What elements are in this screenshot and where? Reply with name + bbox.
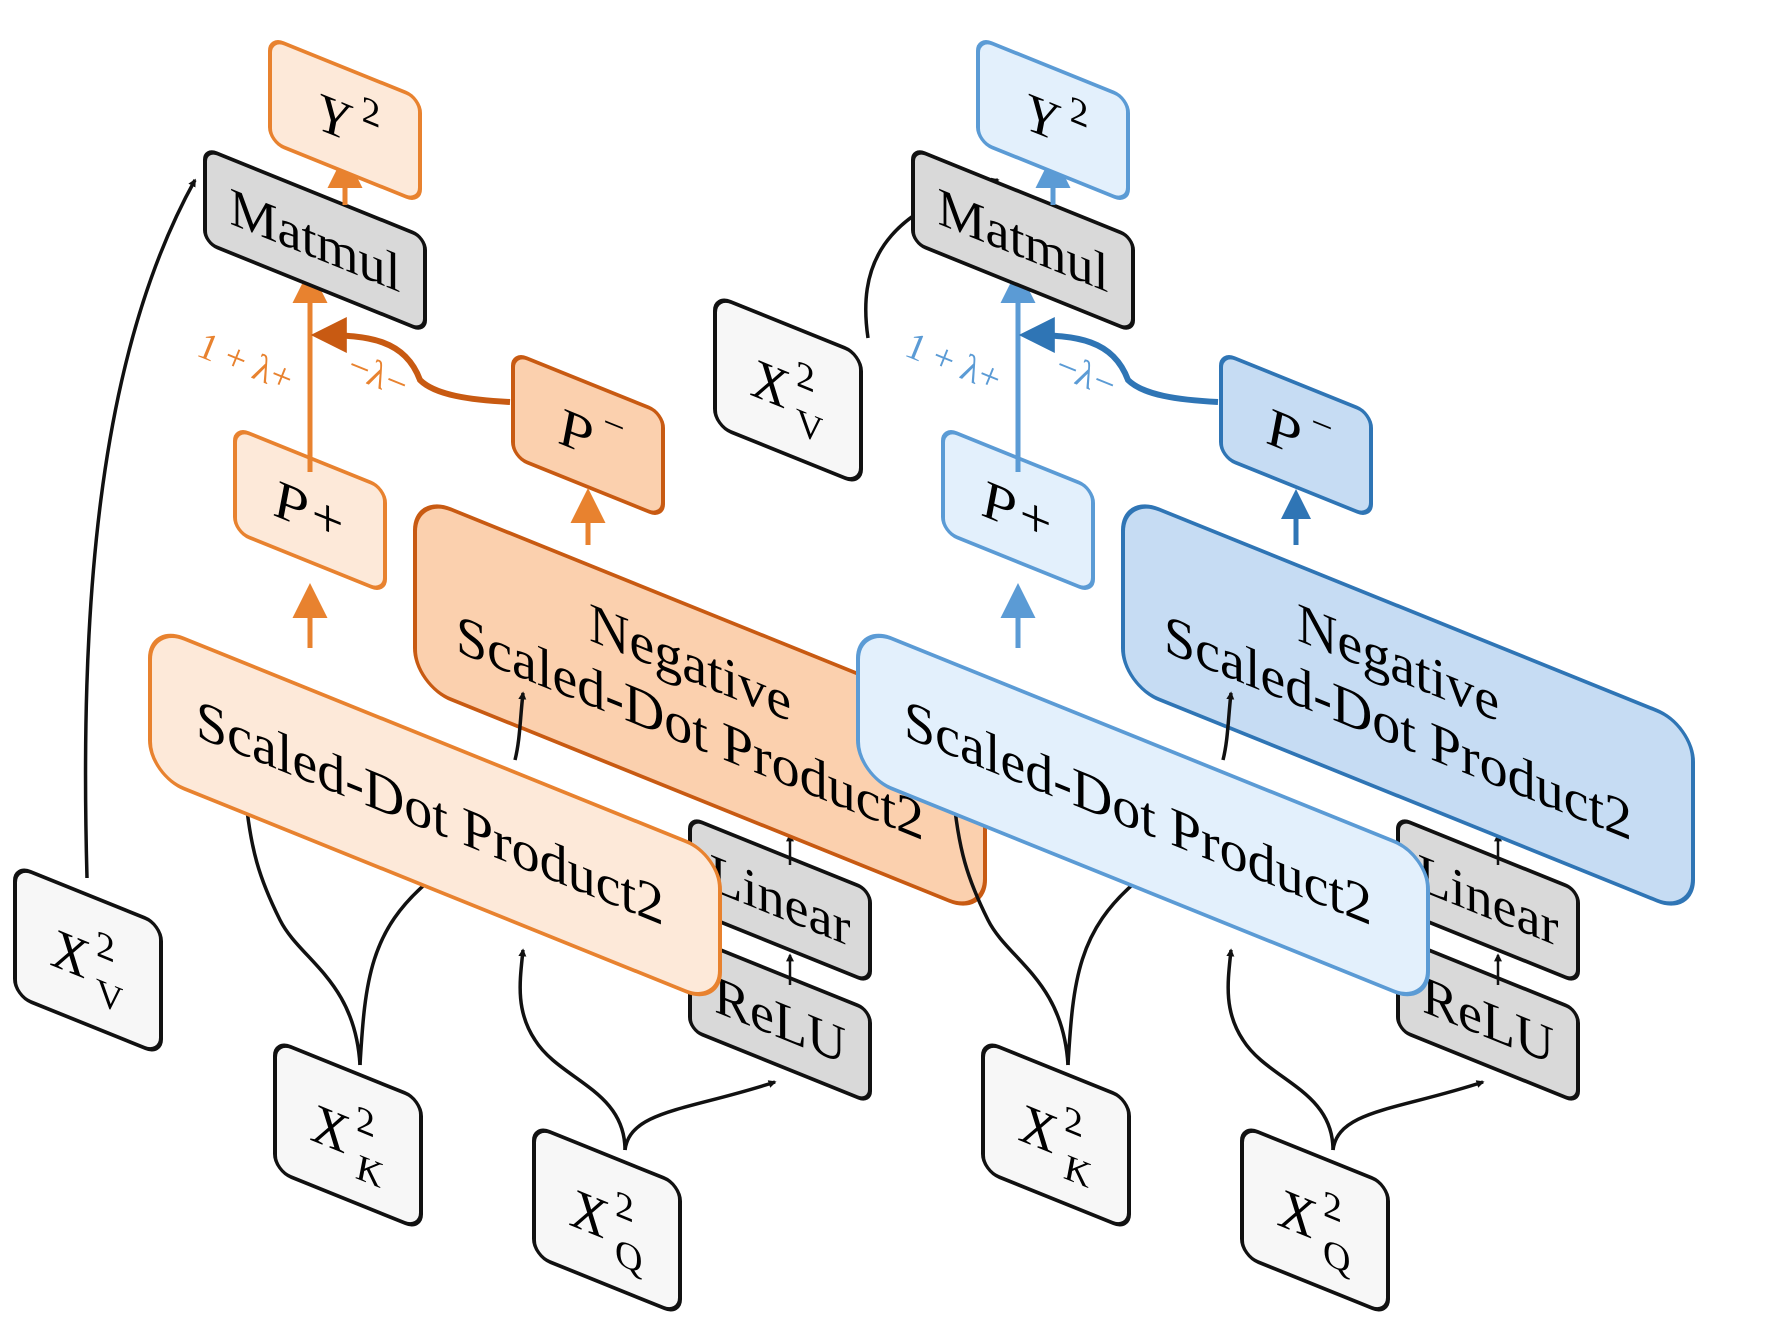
blue-p-minus-label: P bbox=[1266, 393, 1301, 470]
blue-p-minus-sup: − bbox=[1311, 400, 1332, 451]
panel-blue: X 2 V X 2 K X 2 Q ReLU L bbox=[713, 40, 1695, 1312]
output-y-box: Y 2 bbox=[268, 40, 422, 200]
blue-p-plus-box: P+ bbox=[941, 430, 1095, 590]
input-xv-sup: 2 bbox=[96, 922, 115, 972]
panel-orange: X 2 V X 2 K X 2 Q ReLU L bbox=[13, 40, 987, 1312]
blue-input-xv-label: X bbox=[750, 344, 789, 424]
p-minus-box: P − bbox=[511, 355, 665, 515]
blue-input-xq-label: X bbox=[1277, 1174, 1316, 1254]
input-xk-sup: 2 bbox=[356, 1097, 375, 1147]
output-y-sup: 2 bbox=[361, 87, 380, 137]
input-xv-box: X 2 V bbox=[13, 868, 163, 1052]
blue-input-xv-box: X 2 V bbox=[713, 298, 863, 482]
blue-output-y-label: Y bbox=[1025, 79, 1062, 156]
blue-input-xk-box: X 2 K bbox=[981, 1043, 1131, 1227]
coef-plus-label: 1 + λ+ bbox=[192, 324, 300, 400]
input-xq-label: X bbox=[569, 1174, 608, 1254]
blue-input-xk-sup: 2 bbox=[1064, 1097, 1083, 1147]
blue-input-xv-sup: 2 bbox=[796, 352, 815, 402]
p-minus-sup: − bbox=[603, 400, 624, 451]
blue-output-y-sup: 2 bbox=[1069, 87, 1088, 137]
input-xv-label: X bbox=[50, 914, 89, 994]
blue-input-xq-box: X 2 Q bbox=[1240, 1128, 1390, 1312]
p-minus-label: P bbox=[558, 393, 593, 470]
blue-input-xq-sup: 2 bbox=[1323, 1182, 1342, 1232]
blue-coef-plus-label: 1 + λ+ bbox=[900, 324, 1008, 400]
output-y-label: Y bbox=[317, 79, 354, 156]
input-xk-label: X bbox=[310, 1089, 349, 1169]
input-xq-sup: 2 bbox=[615, 1182, 634, 1232]
input-xk-box: X 2 K bbox=[273, 1043, 423, 1227]
blue-input-xk-label: X bbox=[1018, 1089, 1057, 1169]
input-xq-box: X 2 Q bbox=[532, 1128, 682, 1312]
blue-p-minus-box: P − bbox=[1219, 355, 1373, 515]
blue-output-y-box: Y 2 bbox=[976, 40, 1130, 200]
